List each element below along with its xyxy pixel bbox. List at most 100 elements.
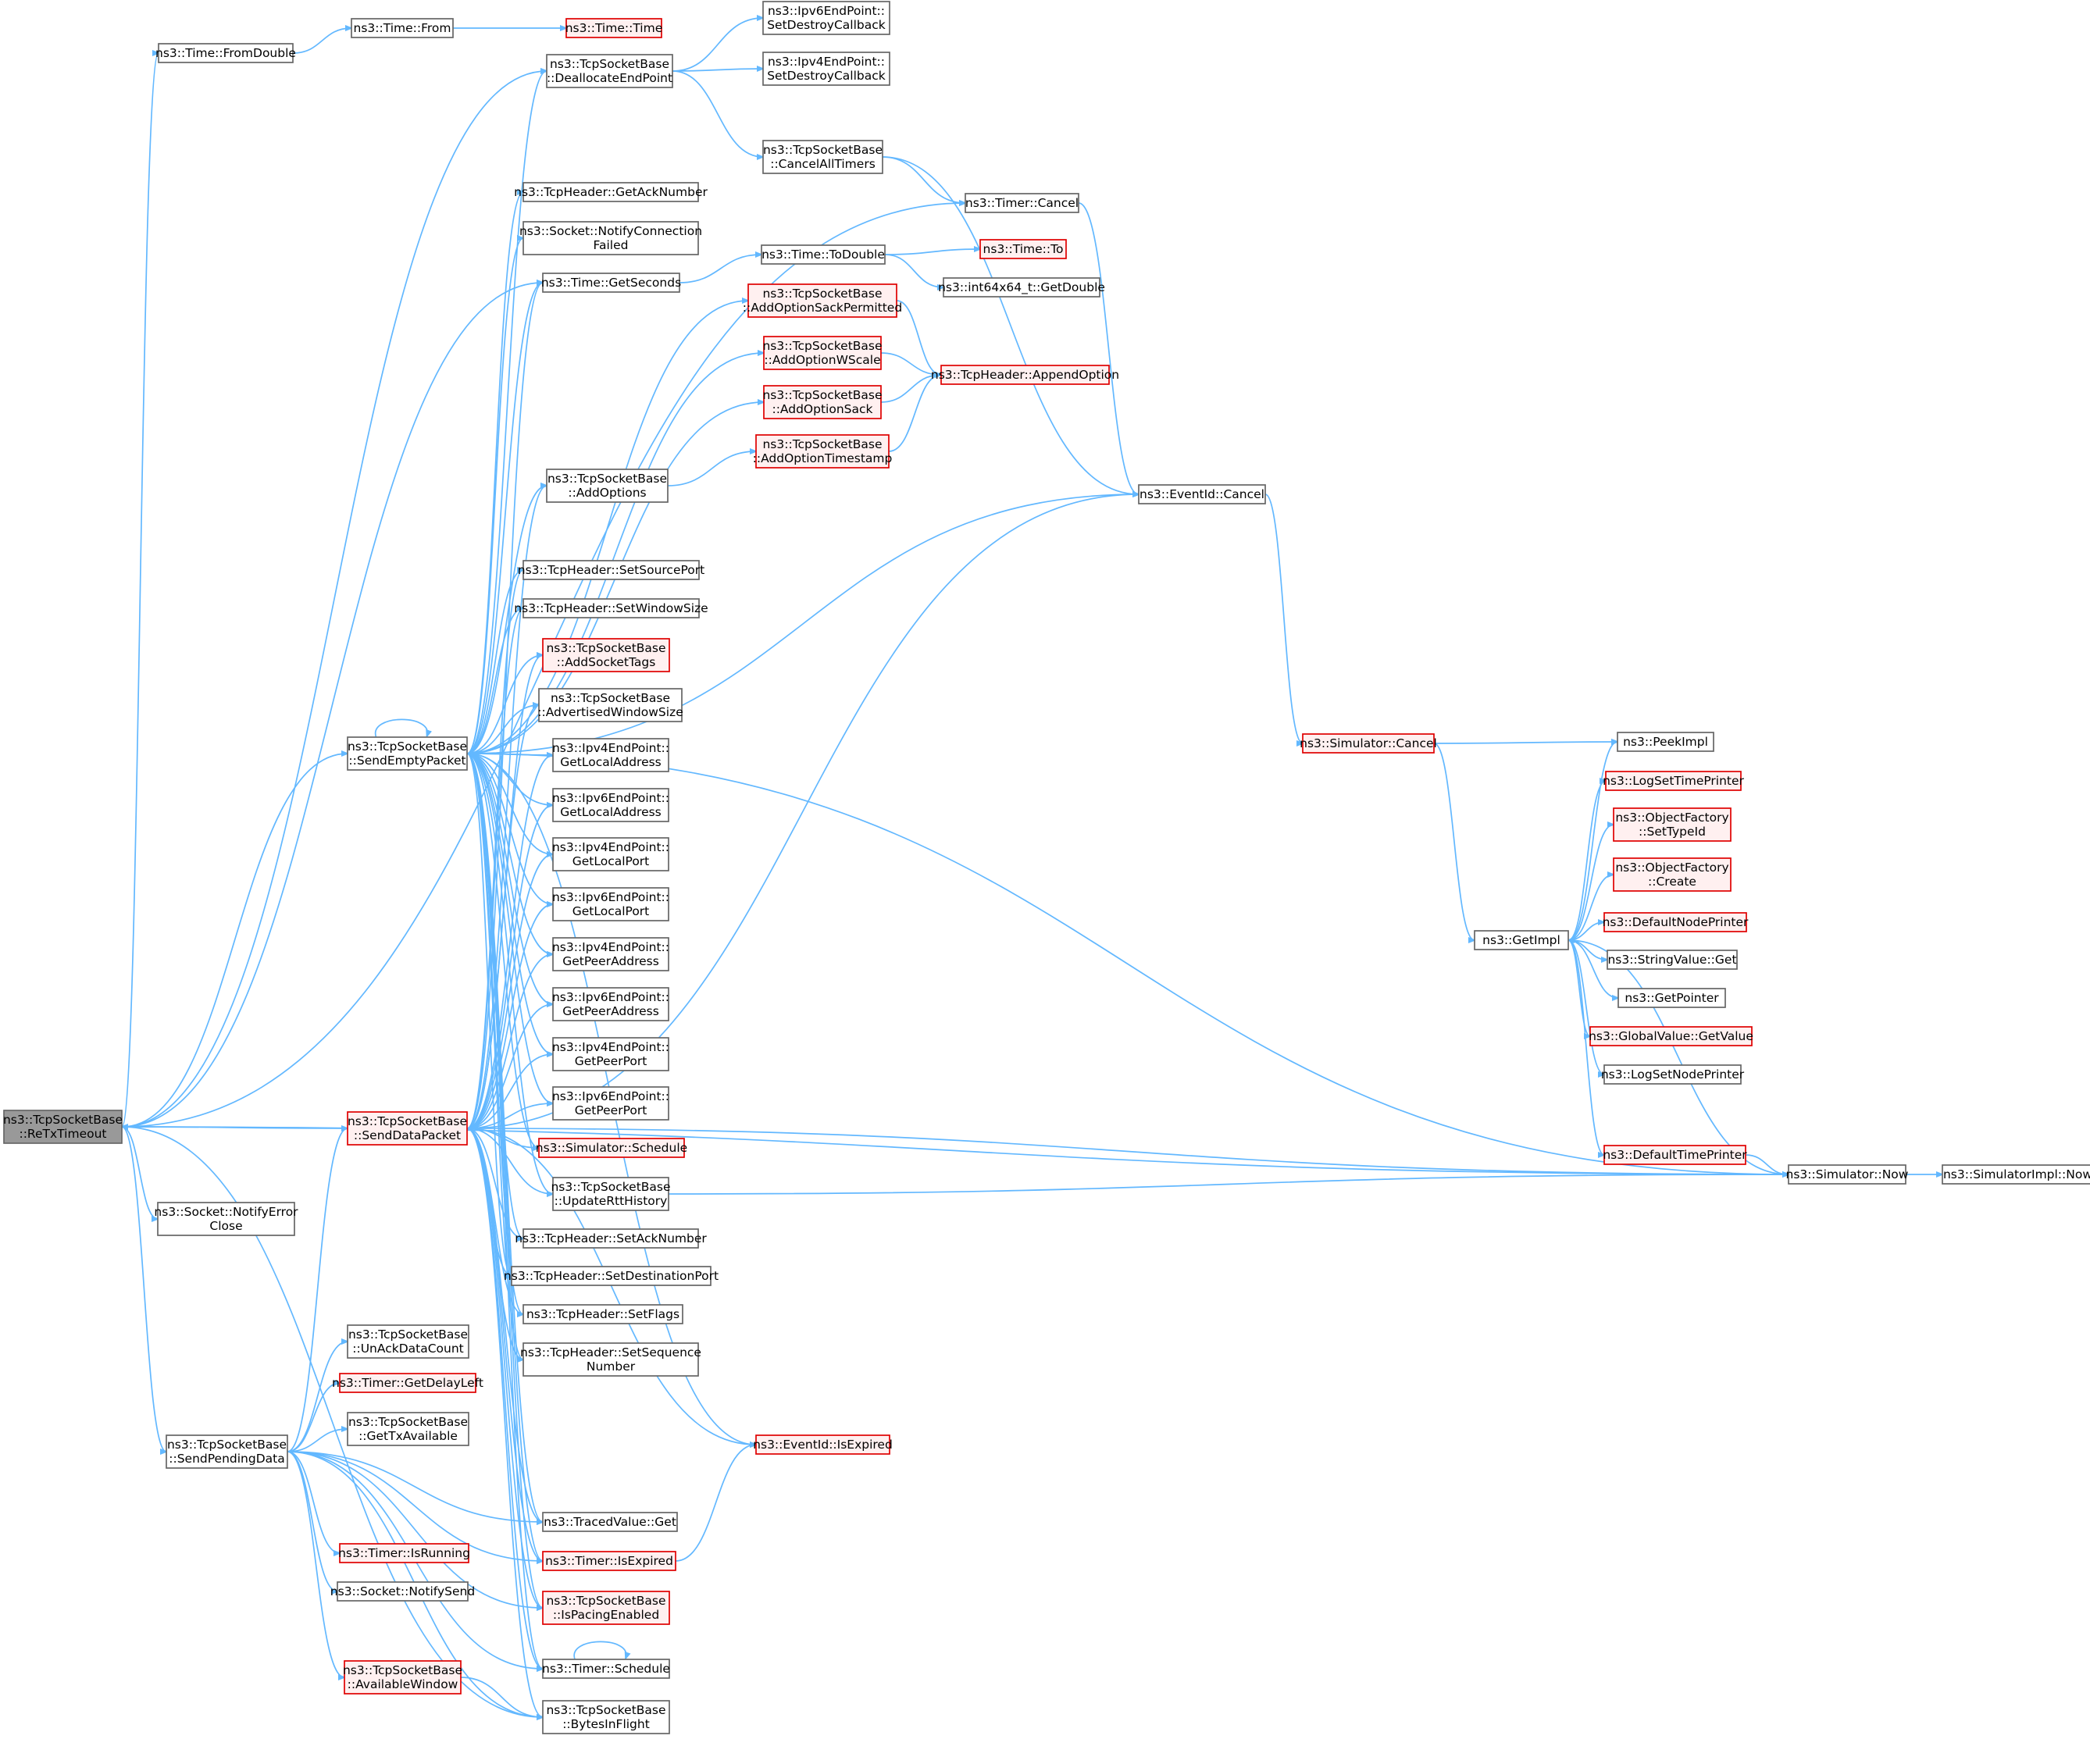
node-ipv4peeraddr[interactable]: ns3::Ipv4EndPoint::GetPeerAddress	[552, 937, 669, 971]
edge-sendempty-to-setwin	[466, 608, 523, 754]
node-ipv4peerport[interactable]: ns3::Ipv4EndPoint::GetPeerPort	[552, 1037, 669, 1071]
node-sendempty-label-0: ns3::TcpSocketBase	[348, 739, 467, 754]
node-evisexp[interactable]: ns3::EventId::IsExpired	[753, 1434, 893, 1455]
node-timerrun[interactable]: ns3::Timer::IsRunning	[338, 1543, 470, 1563]
node-gettx[interactable]: ns3::TcpSocketBase::GetTxAvailable	[347, 1412, 469, 1446]
node-notifysend-box	[337, 1581, 469, 1602]
node-notifysend[interactable]: ns3::Socket::NotifySend	[330, 1581, 475, 1602]
node-dealloc[interactable]: ns3::TcpSocketBase::DeallocateEndPoint	[546, 54, 673, 88]
node-notifyerr-label-1: Close	[209, 1219, 242, 1233]
node-ipv6locaddr[interactable]: ns3::Ipv6EndPoint::GetLocalAddress	[552, 788, 669, 822]
node-sendpending[interactable]: ns3::TcpSocketBase::SendPendingData	[166, 1434, 288, 1469]
node-optsack-label-0: ns3::TcpSocketBase	[762, 388, 882, 402]
edge-senddata-to-ipv4peeraddr	[466, 954, 553, 1129]
node-fromdouble[interactable]: ns3::Time::FromDouble	[155, 43, 296, 63]
node-updrtt-label-0: ns3::TcpSocketBase	[551, 1180, 670, 1194]
node-retx[interactable]: ns3::TcpSocketBase::ReTxTimeout	[3, 1110, 123, 1144]
node-setdstport[interactable]: ns3::TcpHeader::SetDestinationPort	[504, 1266, 719, 1286]
node-appendopt[interactable]: ns3::TcpHeader::AppendOption	[931, 365, 1119, 385]
node-simimplnow[interactable]: ns3::SimulatorImpl::Now	[1942, 1164, 2090, 1185]
node-ipv6peeraddr[interactable]: ns3::Ipv6EndPoint::GetPeerAddress	[552, 987, 669, 1021]
node-unack[interactable]: ns3::TcpSocketBase::UnAckDataCount	[347, 1324, 469, 1359]
node-wscale-label-1: ::AddOptionWScale	[764, 353, 880, 367]
node-optts[interactable]: ns3::TcpSocketBase::AddOptionTimestamp	[753, 434, 893, 469]
node-getseconds[interactable]: ns3::Time::GetSeconds	[541, 273, 681, 293]
node-setwin[interactable]: ns3::TcpHeader::SetWindowSize	[514, 598, 708, 618]
node-senddata[interactable]: ns3::TcpSocketBase::SendDataPacket	[347, 1111, 468, 1146]
node-strget[interactable]: ns3::StringValue::Get	[1607, 950, 1738, 970]
node-timefrom[interactable]: ns3::Time::From	[351, 18, 454, 38]
node-pacing[interactable]: ns3::TcpSocketBase::IsPacingEnabled	[542, 1591, 670, 1625]
node-addoptions[interactable]: ns3::TcpSocketBase::AddOptions	[546, 469, 669, 503]
node-ofsettype[interactable]: ns3::ObjectFactory::SetTypeId	[1613, 807, 1732, 842]
node-bytesinflight[interactable]: ns3::TcpSocketBase::BytesInFlight	[542, 1700, 670, 1734]
node-ipv4locport[interactable]: ns3::Ipv4EndPoint::GetLocalPort	[552, 837, 669, 871]
node-sendempty[interactable]: ns3::TcpSocketBase::SendEmptyPacket	[347, 736, 468, 771]
node-simnow[interactable]: ns3::Simulator::Now	[1786, 1164, 1909, 1185]
node-simcancel-box	[1302, 733, 1435, 754]
node-simcancel[interactable]: ns3::Simulator::Cancel	[1300, 733, 1437, 754]
node-deftime-box	[1603, 1145, 1746, 1165]
edge-senddata-to-retx	[122, 1127, 348, 1128]
node-gvget[interactable]: ns3::GlobalValue::GetValue	[1589, 1026, 1753, 1046]
node-ipv6destroy[interactable]: ns3::Ipv6EndPoint::SetDestroyCallback	[762, 1, 890, 35]
node-optsack[interactable]: ns3::TcpSocketBase::AddOptionSack	[762, 385, 883, 419]
node-defnode[interactable]: ns3::DefaultNodePrinter	[1603, 912, 1749, 932]
edge-sendempty-to-dealloc	[466, 71, 547, 754]
edge-sendempty-to-ipv4peerport	[466, 753, 553, 1054]
node-timeto[interactable]: ns3::Time::To	[979, 239, 1067, 259]
node-sackperm[interactable]: ns3::TcpSocketBase::AddOptionSackPermitt…	[743, 283, 902, 318]
node-setack[interactable]: ns3::TcpHeader::SetAckNumber	[515, 1228, 707, 1249]
node-lognode[interactable]: ns3::LogSetNodePrinter	[1601, 1064, 1745, 1085]
node-getdelay[interactable]: ns3::Timer::GetDelayLeft	[332, 1373, 483, 1393]
edge-sendpending-to-gettx	[287, 1429, 348, 1452]
node-logtime[interactable]: ns3::LogSetTimePrinter	[1603, 771, 1745, 791]
edge-sendempty-to-notifyconnfail	[466, 238, 523, 754]
node-getdouble-box	[943, 277, 1100, 298]
edge-sendpending-to-timerexp	[287, 1451, 543, 1561]
node-ipv6destroy-label-0: ns3::Ipv6EndPoint::	[768, 4, 885, 18]
node-ofsettype-label-0: ns3::ObjectFactory	[1615, 811, 1728, 825]
node-todouble[interactable]: ns3::Time::ToDouble	[761, 244, 886, 265]
node-bytesinflight-label-1: ::BytesInFlight	[562, 1717, 650, 1731]
node-ofcreate[interactable]: ns3::ObjectFactory::Create	[1613, 857, 1732, 892]
node-getdouble[interactable]: ns3::int64x64_t::GetDouble	[938, 277, 1105, 298]
node-peekimpl[interactable]: ns3::PeekImpl	[1617, 732, 1714, 752]
node-timercancel[interactable]: ns3::Timer::Cancel	[965, 193, 1079, 213]
edge-getimpl-to-deftime	[1568, 939, 1604, 1155]
edge-sendpending-to-notifysend	[287, 1451, 337, 1591]
node-ipv6locport[interactable]: ns3::Ipv6EndPoint::GetLocalPort	[552, 887, 669, 921]
node-timersched[interactable]: ns3::Timer::Schedule	[542, 1659, 670, 1679]
node-simsched[interactable]: ns3::Simulator::Schedule	[536, 1138, 687, 1158]
node-timetime[interactable]: ns3::Time::Time	[565, 18, 663, 38]
node-getack[interactable]: ns3::TcpHeader::GetAckNumber	[514, 182, 708, 202]
node-deftime[interactable]: ns3::DefaultTimePrinter	[1603, 1145, 1747, 1165]
edge-retx-to-notifyerr	[121, 1126, 158, 1219]
node-evisexp-label-0: ns3::EventId::IsExpired	[753, 1438, 893, 1452]
node-getimpl[interactable]: ns3::GetImpl	[1474, 930, 1569, 950]
node-ipv4locaddr[interactable]: ns3::Ipv4EndPoint::GetLocalAddress	[552, 738, 669, 772]
node-simnow-box	[1788, 1164, 1906, 1185]
node-eventcancel[interactable]: ns3::EventId::Cancel	[1138, 484, 1266, 504]
node-setack-label-0: ns3::TcpHeader::SetAckNumber	[515, 1231, 707, 1245]
node-fromdouble-box	[158, 43, 294, 63]
node-setsrcport-label-0: ns3::TcpHeader::SetSourcePort	[518, 563, 704, 577]
node-ipv4destroy[interactable]: ns3::Ipv4EndPoint::SetDestroyCallback	[762, 52, 890, 86]
node-availwin[interactable]: ns3::TcpSocketBase::AvailableWindow	[343, 1660, 462, 1695]
node-setflags[interactable]: ns3::TcpHeader::SetFlags	[522, 1304, 683, 1324]
node-ipv4locport-label-0: ns3::Ipv4EndPoint::	[552, 840, 669, 854]
node-timerexp[interactable]: ns3::Timer::IsExpired	[542, 1551, 676, 1571]
node-setsrcport[interactable]: ns3::TcpHeader::SetSourcePort	[518, 560, 704, 580]
node-wscale[interactable]: ns3::TcpSocketBase::AddOptionWScale	[762, 336, 883, 370]
node-getpointer[interactable]: ns3::GetPointer	[1617, 988, 1726, 1008]
node-ipv6peerport[interactable]: ns3::Ipv6EndPoint::GetPeerPort	[552, 1086, 669, 1121]
node-cancelall[interactable]: ns3::TcpSocketBase::CancelAllTimers	[762, 140, 883, 174]
node-updrtt[interactable]: ns3::TcpSocketBase::UpdateRttHistory	[551, 1177, 671, 1211]
node-tracedget[interactable]: ns3::TracedValue::Get	[542, 1512, 678, 1532]
node-addsocktags[interactable]: ns3::TcpSocketBase::AddSocketTags	[542, 638, 670, 672]
edge-senddata-to-ipv6peeraddr	[466, 1004, 553, 1129]
node-advwin[interactable]: ns3::TcpSocketBase::AdvertisedWindowSize	[537, 688, 683, 722]
